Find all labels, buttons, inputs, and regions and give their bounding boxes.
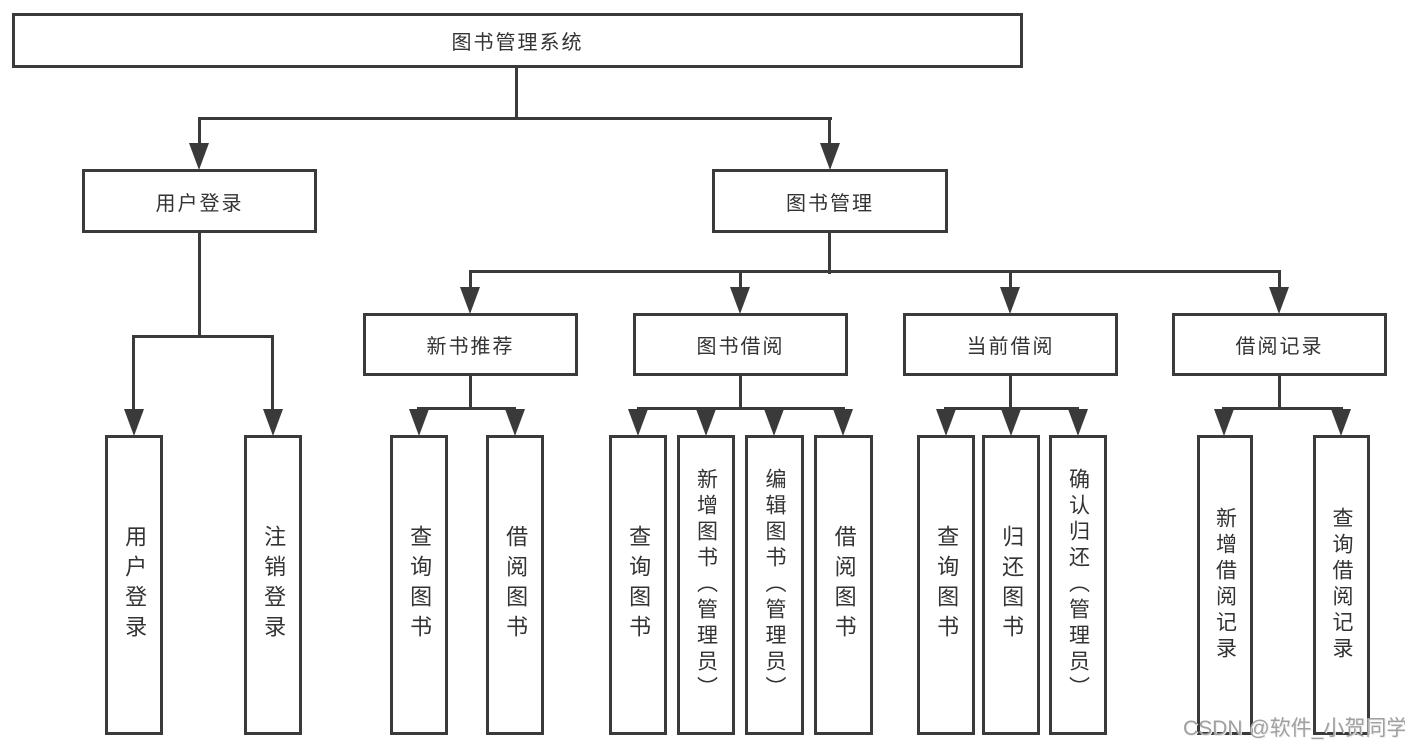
connector-vline	[132, 335, 135, 411]
leaf-query-books-1-label: 查询图书	[407, 525, 433, 645]
leaf-add-borrow-record: 新增借阅记录	[1197, 435, 1253, 735]
arrowhead-down-icon	[628, 409, 648, 436]
connector-vline	[198, 117, 201, 145]
connector-vline	[1009, 270, 1012, 290]
node-book-borrowing-label: 图书借阅	[696, 336, 785, 358]
connector-hline	[417, 407, 516, 410]
connector-hline	[132, 335, 274, 338]
leaf-query-books-3: 查询图书	[917, 435, 975, 735]
leaf-add-books-admin-label: 新增图书（管理员）	[694, 468, 718, 702]
leaf-borrow-books-1: 借阅图书	[486, 435, 544, 735]
leaf-user-login-label: 用户登录	[122, 525, 148, 645]
connector-hline	[637, 407, 845, 410]
leaf-borrow-books-1-label: 借阅图书	[503, 525, 529, 645]
connector-hline	[944, 407, 1079, 410]
connector-vline	[739, 376, 742, 410]
leaf-edit-books-admin: 编辑图书（管理员）	[745, 435, 804, 735]
arrowhead-down-icon	[1001, 409, 1021, 436]
connector-hline	[198, 117, 832, 120]
arrowhead-down-icon	[505, 409, 525, 436]
connector-vline	[469, 270, 472, 290]
node-book-management: 图书管理	[712, 169, 948, 233]
arrowhead-down-icon	[189, 143, 209, 170]
csdn-watermark: CSDN @软件_小贺同学	[1183, 717, 1405, 740]
node-borrow-records: 借阅记录	[1172, 313, 1387, 376]
node-book-borrowing: 图书借阅	[633, 313, 848, 376]
arrowhead-down-icon	[460, 287, 480, 314]
connector-vline	[198, 233, 201, 338]
leaf-query-borrow-record: 查询借阅记录	[1313, 435, 1370, 735]
leaf-borrow-books-2-label: 借阅图书	[831, 525, 857, 645]
arrowhead-down-icon	[730, 287, 750, 314]
connector-vline	[739, 270, 742, 290]
arrowhead-down-icon	[696, 409, 716, 436]
arrowhead-down-icon	[936, 409, 956, 436]
arrowhead-down-icon	[124, 409, 144, 436]
connector-vline	[515, 68, 518, 119]
leaf-add-books-admin: 新增图书（管理员）	[677, 435, 735, 735]
leaf-return-books: 归还图书	[982, 435, 1040, 735]
node-new-book-recommend: 新书推荐	[363, 313, 578, 376]
leaf-edit-books-admin-label: 编辑图书（管理员）	[763, 468, 787, 702]
arrowhead-down-icon	[1000, 287, 1020, 314]
node-new-book-recommend-label: 新书推荐	[426, 336, 515, 358]
node-user-login: 用户登录	[82, 169, 317, 233]
leaf-query-books-2: 查询图书	[609, 435, 667, 735]
leaf-user-login: 用户登录	[105, 435, 163, 735]
leaf-confirm-return-admin: 确认归还（管理员）	[1049, 435, 1107, 735]
leaf-confirm-return-admin-label: 确认归还（管理员）	[1066, 468, 1090, 702]
connector-vline	[828, 117, 831, 145]
arrowhead-down-icon	[764, 409, 784, 436]
node-book-management-label: 图书管理	[786, 192, 874, 215]
connector-vline	[271, 335, 274, 411]
arrowhead-down-icon	[409, 409, 429, 436]
connector-vline	[828, 233, 831, 274]
connector-hline	[469, 270, 1281, 273]
arrowhead-down-icon	[1214, 409, 1234, 436]
node-borrow-records-label: 借阅记录	[1235, 336, 1324, 358]
connector-vline	[1278, 376, 1281, 410]
arrowhead-down-icon	[1331, 409, 1351, 436]
node-current-borrowing-label: 当前借阅	[966, 336, 1055, 358]
arrowhead-down-icon	[820, 143, 840, 170]
connector-hline	[1222, 407, 1343, 410]
arrowhead-down-icon	[1269, 287, 1289, 314]
leaf-query-books-1: 查询图书	[390, 435, 448, 735]
node-user-login-label: 用户登录	[155, 192, 244, 215]
leaf-logout: 注销登录	[244, 435, 302, 735]
arrowhead-down-icon	[263, 409, 283, 436]
connector-vline	[1278, 270, 1281, 290]
leaf-borrow-books-2: 借阅图书	[814, 435, 873, 735]
leaf-add-borrow-record-label: 新增借阅记录	[1213, 507, 1237, 663]
node-root-label: 图书管理系统	[451, 32, 584, 54]
arrowhead-down-icon	[833, 409, 853, 436]
node-current-borrowing: 当前借阅	[903, 313, 1118, 376]
leaf-query-books-3-label: 查询图书	[934, 525, 960, 645]
connector-vline	[1009, 376, 1012, 410]
leaf-logout-label: 注销登录	[261, 525, 287, 645]
node-root: 图书管理系统	[12, 13, 1023, 68]
leaf-query-books-2-label: 查询图书	[626, 525, 652, 645]
connector-vline	[469, 376, 472, 410]
leaf-query-borrow-record-label: 查询借阅记录	[1330, 507, 1354, 663]
arrowhead-down-icon	[1068, 409, 1088, 436]
leaf-return-books-label: 归还图书	[999, 525, 1025, 645]
